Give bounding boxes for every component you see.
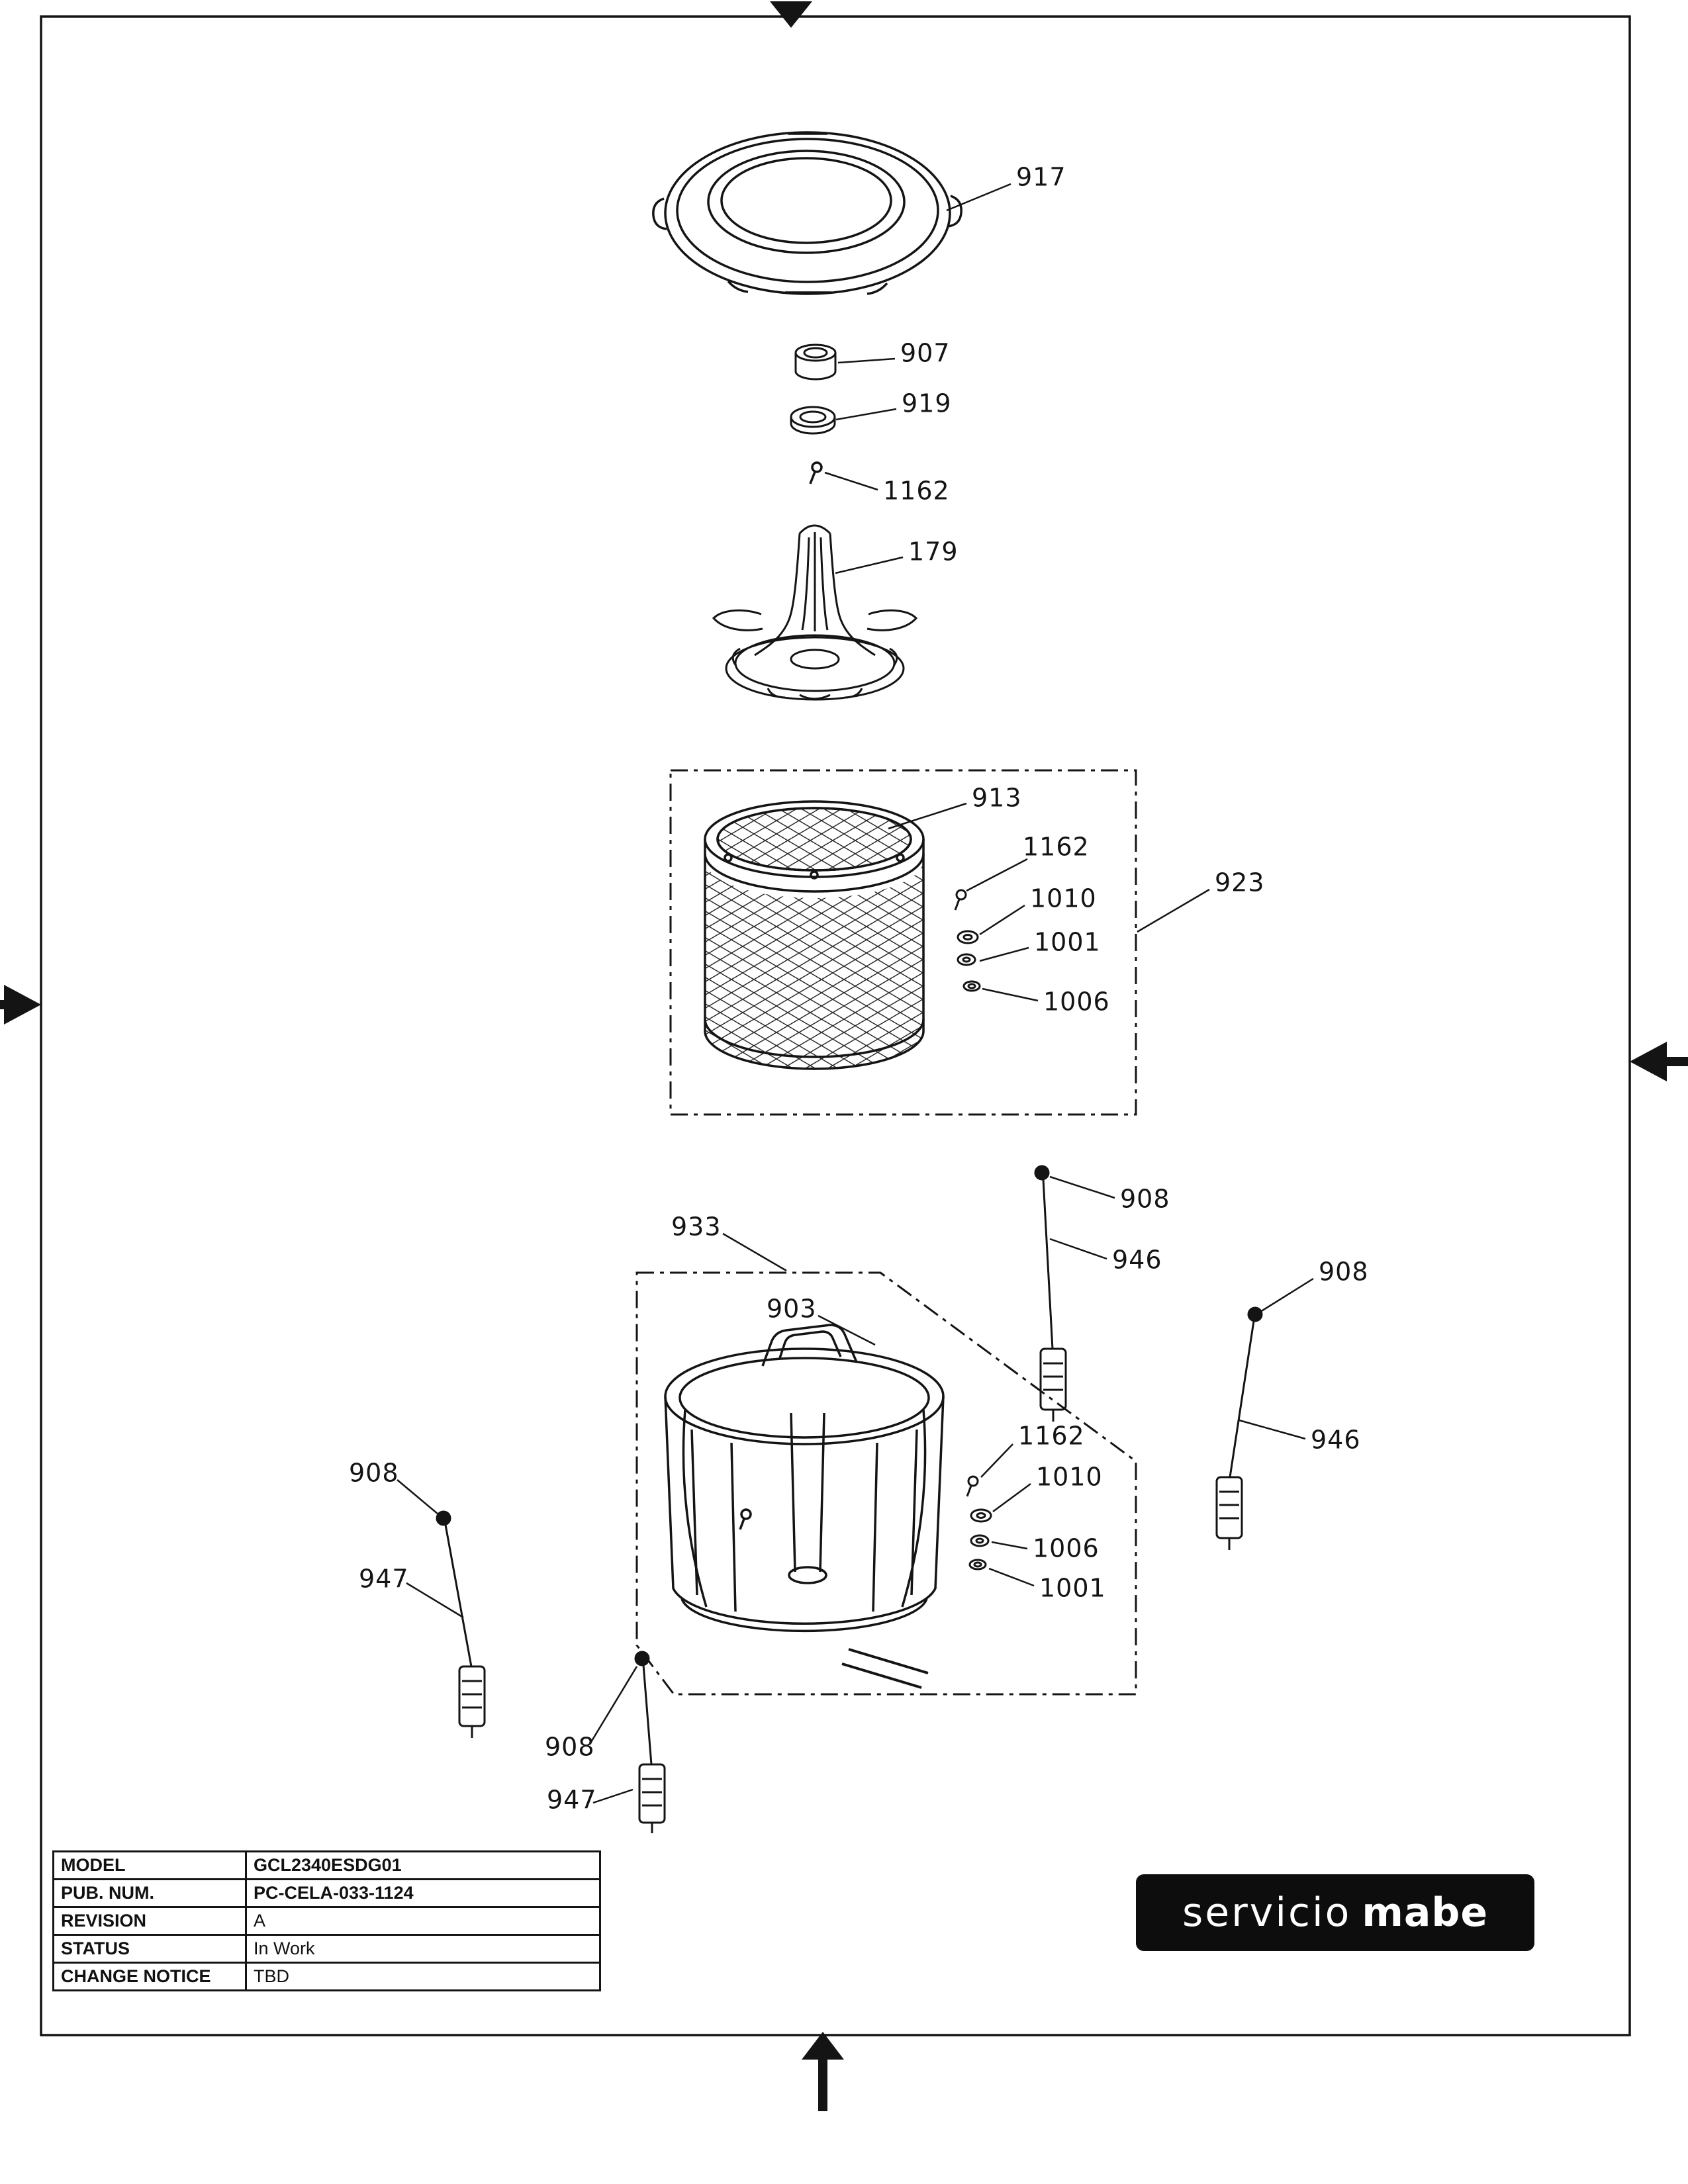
title-block-value: GCL2340ESDG01 [245,1850,601,1880]
outer-tub-drawing [664,1324,945,1689]
registration-arrow-top [770,1,812,28]
callout-label-923-10: 923 [1215,868,1265,897]
title-block-value: In Work [245,1934,601,1964]
callout-leader-946-14 [1239,1419,1306,1440]
callout-leader-1010-18 [992,1482,1031,1513]
callout-label-946-14: 946 [1311,1426,1361,1455]
callout-label-907-1: 907 [900,339,951,368]
bushing-drawing [794,343,837,381]
callout-leader-1006-19 [991,1541,1028,1550]
title-block-label: CHANGE NOTICE [52,1962,247,1991]
basket-fasteners-drawing [954,889,981,992]
callout-leader-1001-8 [979,946,1029,962]
brand-logo: servicio mabe [1136,1874,1534,1951]
callout-label-908-21: 908 [349,1459,399,1488]
title-block-row: PUB. NUM.PC-CELA-033-1124 [52,1878,601,1908]
tub-ring-drawing [652,131,962,295]
callout-leader-1006-9 [982,987,1039,1002]
callout-label-1006-19: 1006 [1033,1534,1100,1563]
callout-label-908-11: 908 [1120,1185,1170,1214]
basket-group-box [669,769,1137,1116]
callout-leader-907-1 [837,357,896,364]
suspension-rod-bottom [634,1651,666,1833]
callout-label-1010-7: 1010 [1030,884,1097,913]
callout-label-947-22: 947 [359,1565,409,1594]
basket-drawing [704,800,925,1070]
screw-drawing-upper [809,461,823,484]
suspension-rod-far-right [1215,1306,1263,1550]
title-block-value: A [245,1906,601,1936]
callout-leader-917-0 [946,183,1011,212]
callout-leader-1010-7 [979,904,1025,936]
callout-leader-947-24 [592,1788,633,1804]
callout-label-1162-3: 1162 [883,477,950,506]
callout-leader-919-2 [835,408,897,421]
callout-leader-1001-20 [988,1567,1035,1587]
callout-leader-1162-3 [824,471,878,491]
callout-leader-908-11 [1049,1175,1115,1199]
registration-arrow-bottom [802,2032,844,2111]
callout-leader-908-13 [1260,1277,1314,1313]
agitator-drawing [712,524,918,701]
callout-leader-1162-17 [980,1443,1013,1478]
suspension-rod-upper-right [1034,1165,1067,1422]
callout-label-946-12: 946 [1112,1246,1162,1275]
callout-leader-946-12 [1049,1238,1107,1260]
callouts-layer: 9179079191162179913116210101001100692390… [349,163,1369,1815]
callout-label-1010-18: 1010 [1036,1463,1103,1492]
title-block-value: TBD [245,1962,601,1991]
title-block-value: PC-CELA-033-1124 [245,1878,601,1908]
callout-leader-1162-6 [966,858,1028,892]
callout-label-1162-17: 1162 [1018,1422,1085,1451]
callout-label-1006-9: 1006 [1043,987,1110,1017]
callout-leader-179-4 [835,556,904,574]
callout-leader-923-10 [1137,888,1210,933]
brand-logo-text-bold: mabe [1362,1889,1489,1936]
callout-label-179-4: 179 [908,537,959,567]
title-block-label: REVISION [52,1906,247,1936]
callout-label-919-2: 919 [902,389,952,418]
registration-arrow-right [1630,1042,1688,1081]
callout-label-947-24: 947 [547,1786,597,1815]
callout-label-917-0: 917 [1016,163,1066,192]
callout-label-913-5: 913 [972,784,1022,813]
brand-logo-text-light: servicio [1182,1889,1352,1936]
callout-label-1162-6: 1162 [1023,833,1090,862]
callout-label-908-23: 908 [545,1733,595,1762]
registration-arrow-left [0,985,41,1024]
callout-leader-913-5 [888,802,967,830]
callout-leader-908-21 [397,1479,439,1515]
seal-drawing [790,406,836,435]
tub-group-box [635,1271,1137,1696]
callout-label-1001-8: 1001 [1034,928,1101,957]
callout-leader-933-15 [722,1232,787,1272]
suspension-rod-left [436,1510,486,1738]
title-block-label: STATUS [52,1934,247,1964]
callout-leader-903-16 [818,1314,876,1346]
title-block-label: MODEL [52,1850,247,1880]
callout-label-908-13: 908 [1319,1257,1369,1287]
page-border [40,15,1631,2036]
callout-label-903-16: 903 [767,1295,817,1324]
callout-leader-947-22 [406,1582,464,1619]
callout-label-1001-20: 1001 [1039,1574,1106,1603]
tub-fasteners-drawing [966,1475,992,1570]
callout-leader-908-23 [590,1666,638,1743]
title-block-label: PUB. NUM. [52,1878,247,1908]
callout-label-933-15: 933 [671,1212,722,1242]
